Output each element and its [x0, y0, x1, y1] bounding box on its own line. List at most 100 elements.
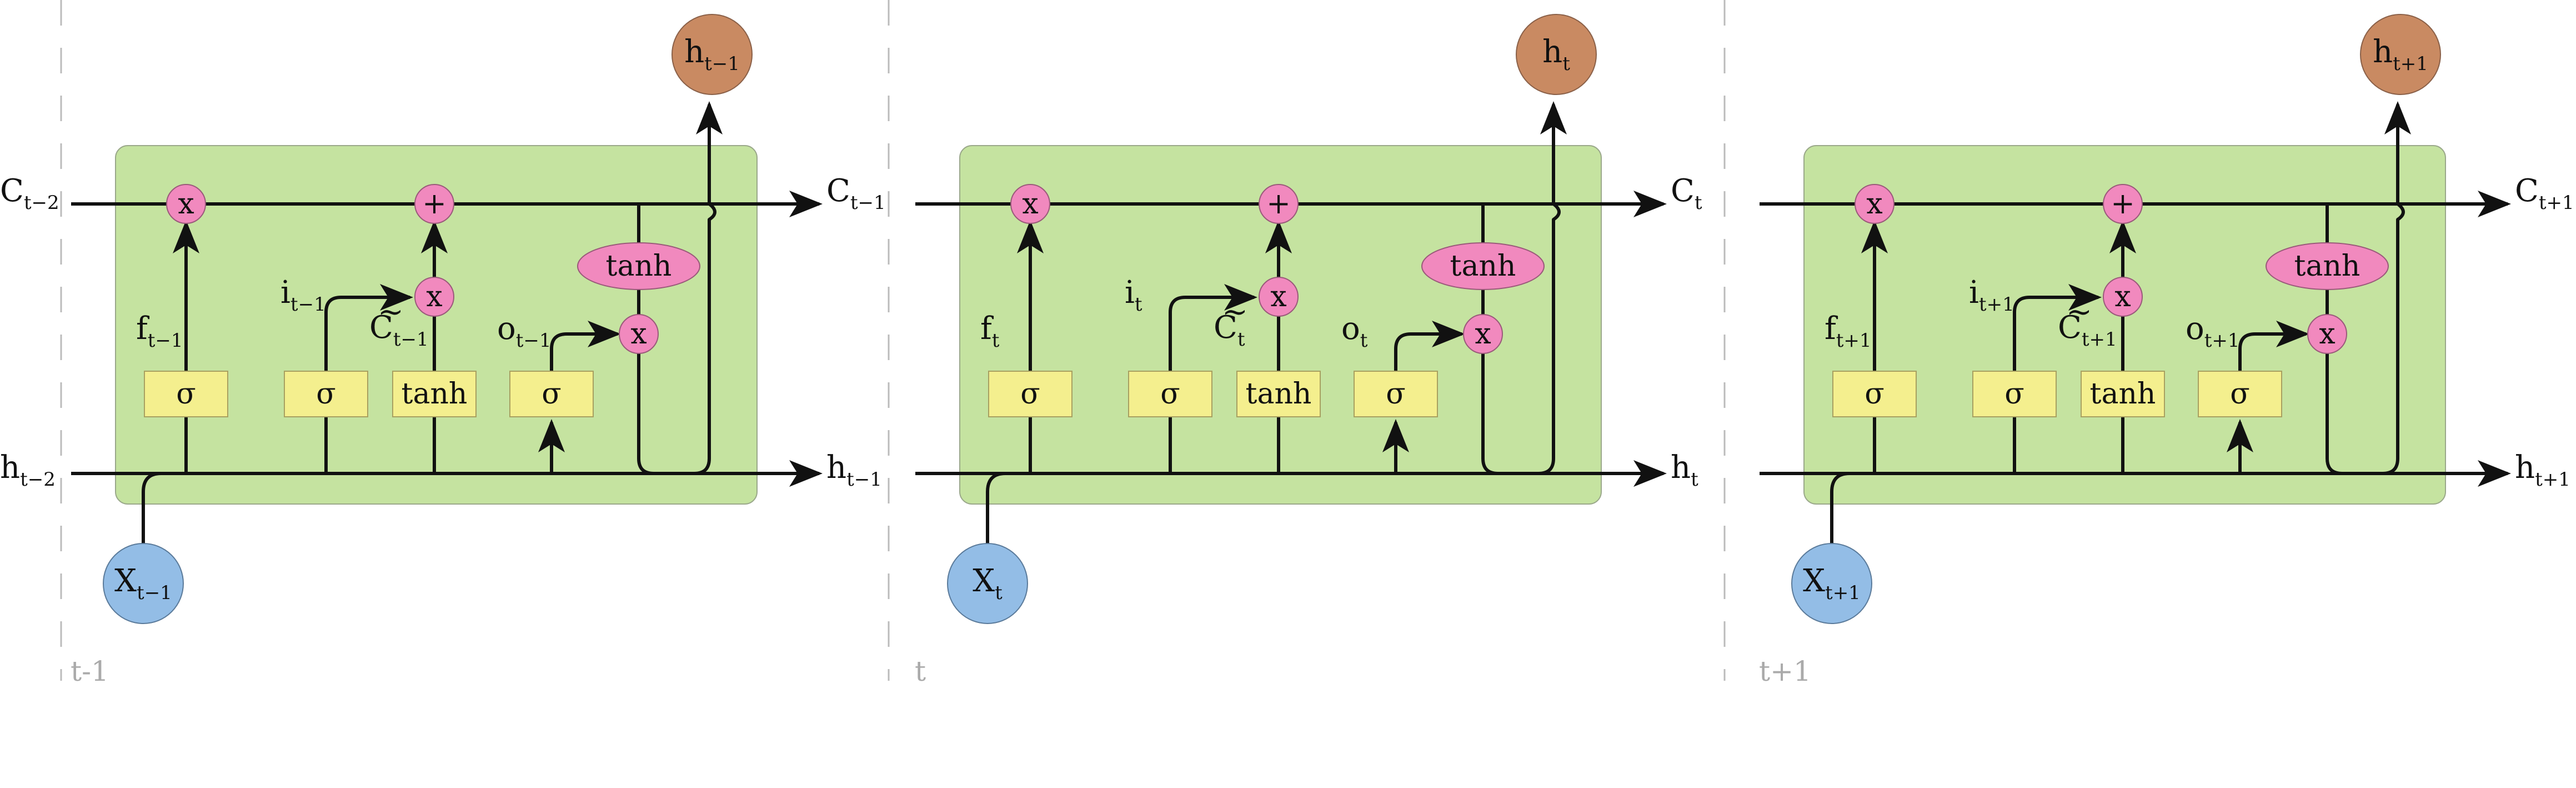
- input-gate-sigma-box: [284, 371, 368, 417]
- input-gate-sigma-box-label: σ: [1160, 377, 1180, 411]
- hidden-state-out-label-subscript: t−1: [846, 468, 882, 491]
- cell-body: [115, 145, 758, 505]
- hidden-output-node: [671, 14, 753, 95]
- cell-state-in-label-base: C: [0, 173, 24, 209]
- input-multiply-op-label: x: [2114, 280, 2131, 313]
- hidden-output-label-base: h: [1542, 34, 1562, 70]
- candidate-tanh-box-label: tanh: [2090, 377, 2156, 411]
- forget-gate-sigma-box: [144, 371, 228, 417]
- forget-multiply-op-label: x: [178, 187, 194, 221]
- hidden-state-out-label-base: h: [826, 450, 846, 486]
- candidate-label: Ct−1: [369, 310, 429, 351]
- input-gate-output-wire: [1169, 284, 1257, 371]
- hidden-output-label-subscript: t: [1562, 53, 1570, 75]
- hidden-output-label: ht: [1542, 34, 1570, 75]
- candidate-tanh-box: [392, 371, 477, 417]
- forget-multiply-op: [1010, 184, 1050, 224]
- cell-output-tanh-op: [577, 242, 700, 290]
- hidden-output-label-base: h: [2373, 34, 2393, 70]
- output-multiply-op-label: x: [630, 317, 646, 351]
- forget-multiply-op: [1855, 184, 1895, 224]
- time-step-dividers: [60, 0, 1726, 681]
- hidden-output-label: ht−1: [684, 34, 740, 75]
- input-multiply-op: [1259, 277, 1299, 317]
- cell-output-tanh-label: tanh: [2294, 250, 2361, 283]
- forget-gate-sigma-box-label: σ: [176, 377, 196, 411]
- hidden-state-in-label-subscript: t−2: [20, 468, 56, 491]
- output-gate-label-base: o: [497, 311, 516, 347]
- candidate-tilde: ~: [2066, 294, 2092, 330]
- time-step-label: t-1: [71, 655, 109, 687]
- output-multiply-op: [619, 314, 659, 354]
- input-node-label: Xt−1: [114, 563, 172, 604]
- cell-state-out-label-base: C: [2515, 173, 2539, 209]
- output-gate-sigma-box-label: σ: [2230, 377, 2250, 411]
- output-gate-label: ot−1: [497, 311, 552, 352]
- input-multiply-op: [414, 277, 454, 317]
- forget-multiply-op-label: x: [1866, 187, 1882, 221]
- hidden-output-wire: [1481, 101, 1567, 475]
- input-gate-sigma-box-label: σ: [316, 377, 336, 411]
- forget-gate-sigma-box-label: σ: [1020, 377, 1040, 411]
- cell-state-out-label: Ct: [1671, 173, 1702, 214]
- output-gate-label: ot: [1341, 311, 1368, 352]
- candidate-tanh-box: [2081, 371, 2165, 417]
- hidden-state-out-label: ht+1: [2515, 450, 2570, 491]
- candidate-label-base: C: [1214, 310, 1237, 346]
- forget-gate-sigma-box: [1832, 371, 1917, 417]
- input-node-label: Xt+1: [1803, 563, 1861, 604]
- cell-add-op: [2103, 184, 2143, 224]
- input-node: [103, 543, 184, 624]
- cell-state-out-label-subscript: t−1: [850, 192, 886, 214]
- cell-output-tanh-label: tanh: [1450, 250, 1516, 283]
- cell-state-out-label: Ct−1: [826, 173, 886, 214]
- cell-state-out-label: Ct+1: [2515, 173, 2574, 214]
- forget-multiply-op: [166, 184, 206, 224]
- hidden-state-out-label: ht: [1671, 450, 1698, 491]
- cell-add-op: [414, 184, 454, 224]
- candidate-label: Ct: [1214, 310, 1245, 351]
- forget-multiply-op-label: x: [1022, 187, 1038, 221]
- cell-state-out-label-base: C: [1671, 173, 1695, 209]
- cell-body: [959, 145, 1602, 505]
- cell-add-op: [1259, 184, 1299, 224]
- hidden-state-in-label-base: h: [0, 450, 20, 486]
- candidate-label-base: C: [2058, 310, 2082, 346]
- output-gate-sigma-box-label: σ: [542, 377, 562, 411]
- output-gate-label-subscript: t−1: [516, 330, 552, 352]
- cell-state-out-label-subscript: t: [1695, 192, 1702, 214]
- hidden-output-wire: [2326, 101, 2411, 475]
- candidate-tilde: ~: [378, 294, 404, 330]
- cell-add-op-label: +: [2111, 187, 2135, 221]
- input-node-label-base: X: [114, 563, 137, 599]
- output-gate-sigma-box: [509, 371, 594, 417]
- forget-gate-sigma-box: [988, 371, 1073, 417]
- cell-output-tanh-op: [1421, 242, 1545, 290]
- time-step-label: t: [915, 655, 926, 687]
- output-gate-label-base: o: [2186, 311, 2204, 347]
- input-gate-sigma-box: [1972, 371, 2057, 417]
- output-gate-sigma-box: [2198, 371, 2282, 417]
- candidate-label-subscript: t+1: [2082, 328, 2117, 351]
- output-multiply-op-label: x: [2319, 317, 2335, 351]
- input-multiply-op-label: x: [426, 280, 442, 313]
- input-gate-output-wire: [2013, 284, 2102, 371]
- cell-add-op-label: +: [1266, 187, 1291, 221]
- input-node-label-subscript: t: [995, 582, 1003, 604]
- input-node: [1791, 543, 1872, 624]
- candidate-label-base: C: [369, 310, 393, 346]
- candidate-tanh-box: [1236, 371, 1321, 417]
- hidden-output-wire: [637, 101, 723, 475]
- hidden-output-label: ht+1: [2373, 34, 2428, 75]
- candidate-label: Ct+1: [2058, 310, 2117, 351]
- cell-state-out-label-base: C: [826, 173, 850, 209]
- input-node: [947, 543, 1028, 624]
- input-gate-label: it−1: [280, 275, 326, 316]
- input-gate-output-wire: [324, 284, 413, 371]
- input-wire: [1830, 472, 1850, 547]
- output-gate-output-wire: [550, 321, 621, 371]
- input-multiply-op-label: x: [1270, 280, 1286, 313]
